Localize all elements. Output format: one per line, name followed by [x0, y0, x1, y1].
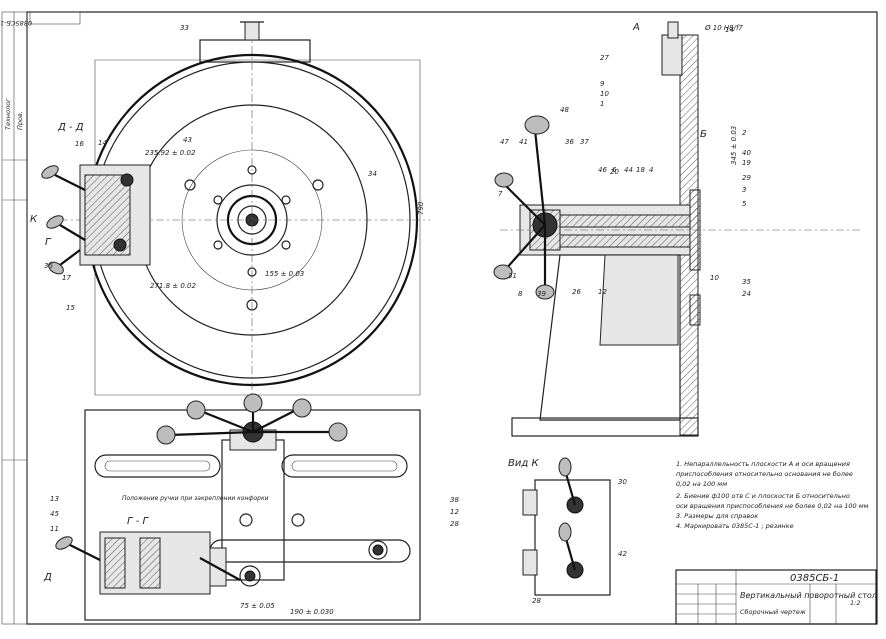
callout: 5: [742, 200, 747, 208]
title-block: 0385СБ-1 Вертикальный поворотный стол Сб…: [675, 569, 877, 625]
callout: 16: [75, 140, 84, 148]
callout: 28: [532, 597, 541, 605]
callout: 33: [180, 24, 189, 32]
section-a-label: А: [632, 22, 640, 33]
plan-view: [55, 393, 421, 621]
callout: 12: [450, 508, 459, 516]
callout: 42: [618, 550, 627, 558]
callout: 11: [50, 525, 59, 533]
section-d-label: Д: [43, 572, 52, 583]
dim-235: 235.92 ± 0.02: [145, 149, 196, 157]
note-line: 2. Биение ф100 отв С и плоскости Б относ…: [676, 492, 850, 500]
callout: 10: [710, 274, 719, 282]
note-line: 0,02 на 100 мм: [676, 480, 727, 488]
technical-notes: 1. Непараллельность плоскости А и оси вр…: [676, 460, 869, 530]
title-block-scale: 1:2: [850, 599, 860, 607]
callout: 37: [580, 138, 589, 146]
callout: 18: [636, 166, 645, 174]
dim-75: 75 ± 0.05: [240, 602, 275, 610]
section-dd-label: Д - Д: [57, 122, 84, 133]
callout: 14: [725, 26, 734, 34]
callout: 17: [62, 274, 71, 282]
callout: 41: [519, 138, 528, 146]
left-strip-label-1: Технолог: [4, 98, 12, 130]
callout: 39: [537, 290, 546, 298]
callout: 28: [450, 520, 459, 528]
top-left-code: 0385СБ-1: [0, 19, 32, 27]
callout: 31: [508, 272, 517, 280]
callout: 35: [742, 278, 751, 286]
side-callouts: 27 9 10 1 48 47 41 36 37 7 6 46 20 44 18…: [498, 26, 751, 605]
dim-190: 190 ± 0.030: [290, 608, 334, 616]
dim-271: 271.8 ± 0.02: [150, 282, 196, 290]
arrow-g-label: Г: [45, 237, 52, 248]
callout: 48: [560, 106, 569, 114]
callout: 24: [742, 290, 751, 298]
note-line: 1. Непараллельность плоскости А и оси вр…: [676, 460, 850, 468]
callout: 15: [66, 304, 75, 312]
left-strip-label-2: Пров.: [16, 111, 24, 130]
callout: 30: [618, 478, 627, 486]
callout: 6: [612, 166, 617, 174]
callout: 38: [450, 496, 459, 504]
front-view: [41, 21, 430, 400]
callout: 19: [742, 159, 751, 167]
title-block-subtitle: Сборочный чертеж: [740, 608, 806, 616]
dim-790: 790: [417, 201, 425, 215]
title-block-title: Вертикальный поворотный стол: [740, 591, 877, 600]
section-b-label: Б: [700, 129, 707, 140]
note-line: 3. Размеры для справок: [676, 512, 758, 520]
callout: 40: [742, 149, 751, 157]
callout: 14: [98, 139, 107, 147]
left-margin-strip: [1, 11, 28, 625]
note-line: оси вращения приспособления не более 0,0…: [676, 502, 869, 510]
view-k-label: Вид К: [508, 458, 539, 469]
arrow-k-label: К: [30, 214, 38, 225]
section-gg-label: Г - Г: [127, 516, 150, 527]
callout: 26: [572, 288, 581, 296]
note-line: приспособления относительно основания не…: [676, 470, 853, 478]
callout: 36: [565, 138, 574, 146]
side-section-view: [493, 21, 860, 437]
callout: 13: [50, 495, 59, 503]
dim-155: 155 ± 0.03: [265, 270, 304, 278]
callout: 46: [598, 166, 607, 174]
callout: 43: [183, 136, 192, 144]
callout: 47: [500, 138, 509, 146]
callout: 4: [649, 166, 653, 174]
view-k: [522, 457, 611, 596]
callout: 20: [610, 168, 619, 176]
callout: 45: [50, 510, 59, 518]
note-line: 4. Маркировать 0385С-1 ; резинке: [676, 522, 794, 530]
callout: 9: [600, 80, 605, 88]
dim-d10: Ø 10 Н8/f7: [704, 24, 743, 32]
dim-345: 345 ± 0.03: [730, 126, 738, 165]
title-block-code: 0385СБ-1: [790, 573, 839, 584]
callout: 27: [600, 54, 609, 62]
handle-note: Положение ручки при закреплении конфорки: [122, 495, 269, 502]
callout: 8: [518, 290, 523, 298]
callout: 10: [600, 90, 609, 98]
callout: 2: [742, 129, 747, 137]
callout: 1: [600, 100, 604, 108]
callout: 29: [742, 174, 751, 182]
callout: 35: [44, 262, 53, 270]
callout: 3: [742, 186, 746, 194]
callout: 7: [498, 190, 503, 198]
callout: 12: [598, 288, 607, 296]
callout: 34: [368, 170, 377, 178]
callout: 44: [624, 166, 633, 174]
front-callouts: 33 43 34 16 14 35 17 15 13 45 11 38 12 2…: [44, 24, 459, 533]
